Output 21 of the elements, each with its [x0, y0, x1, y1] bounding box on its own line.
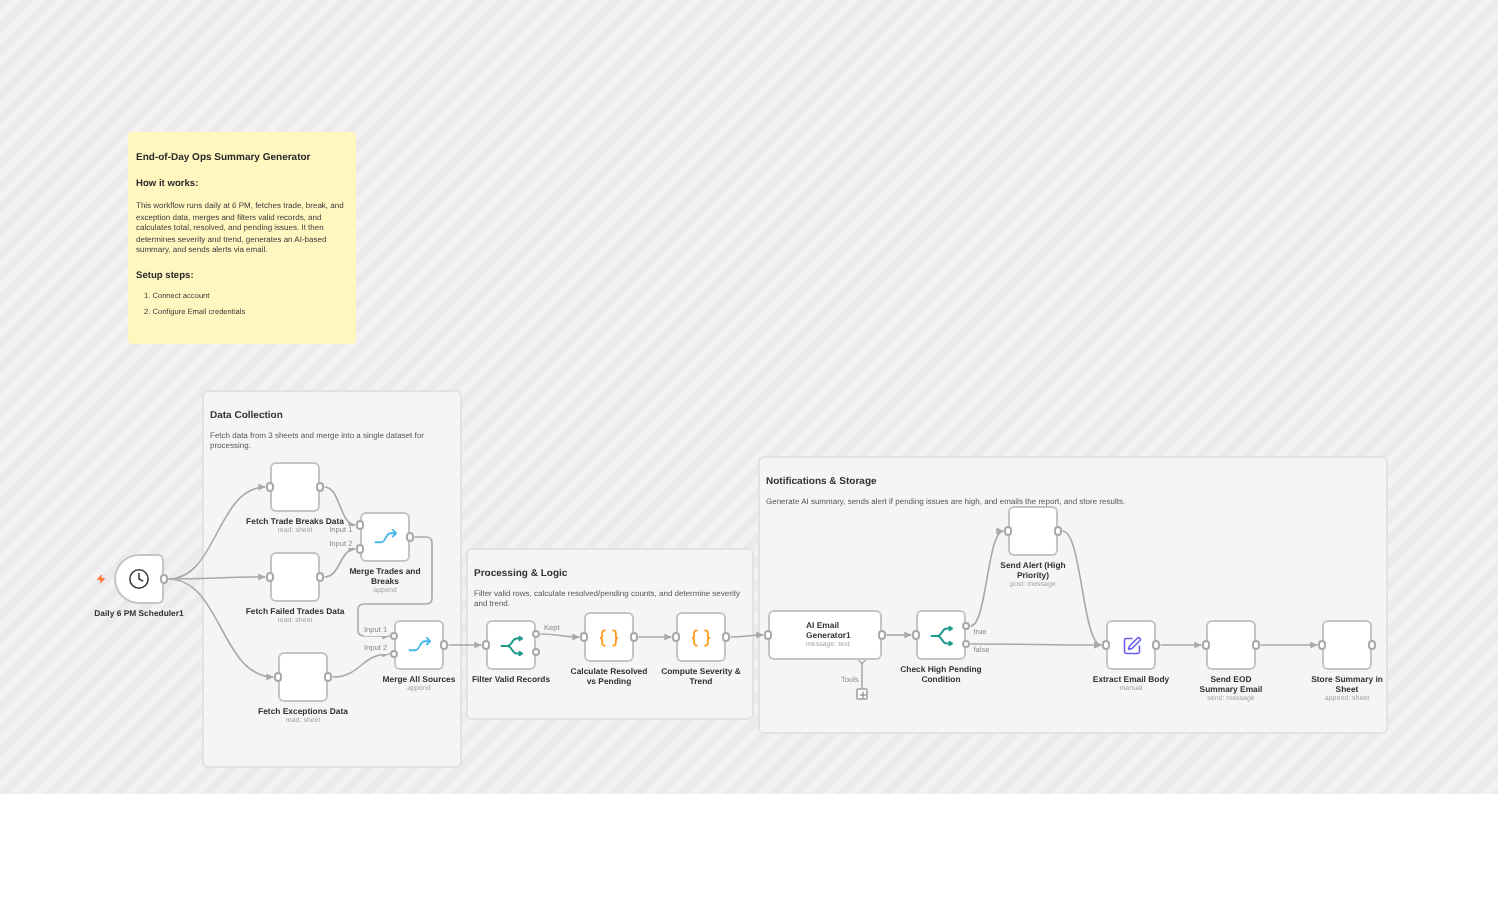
connector-arrow	[331, 650, 391, 678]
connector-arrow	[167, 573, 267, 581]
connector-arrow	[1061, 530, 1103, 646]
connector-arrow	[1159, 641, 1203, 649]
group-panel	[202, 390, 462, 768]
connector-arrow	[357, 536, 433, 640]
connector-arrow	[969, 530, 1005, 627]
group-panel	[758, 456, 1388, 734]
connector-arrow	[323, 486, 357, 528]
connector-arrow	[637, 633, 673, 641]
connector-line	[857, 655, 867, 689]
connector-arrow	[447, 641, 483, 649]
connector-arrow	[323, 546, 357, 578]
connector-arrow	[167, 578, 275, 680]
plus-icon	[856, 688, 868, 700]
connector-arrow	[885, 631, 913, 639]
connector-arrow	[1259, 641, 1319, 649]
sticky-note	[128, 132, 356, 344]
group-panel	[466, 548, 754, 720]
connector-arrow	[539, 633, 581, 641]
connector-arrow	[729, 631, 765, 639]
